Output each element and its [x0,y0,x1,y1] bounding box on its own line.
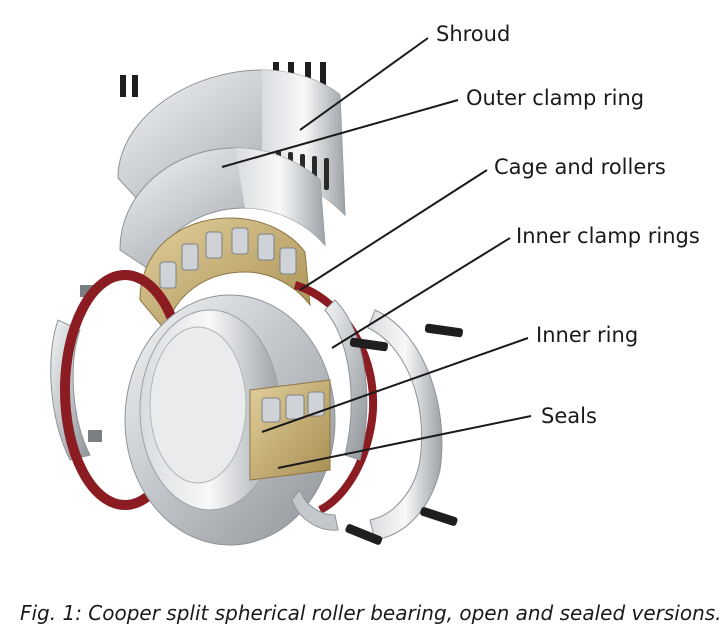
cage-and-rollers-part [139,217,311,332]
label-shroud: Shroud [436,22,511,46]
outer-clamp-ring-part [119,147,326,271]
label-outer-clamp-ring: Outer clamp ring [466,86,645,110]
leader-lines [221,37,532,469]
exploded-bearing-illustration [50,37,532,546]
figure-caption: Fig. 1: Cooper split spherical roller be… [20,601,722,625]
loose-bolts [345,323,463,545]
label-inner-ring: Inner ring [536,323,639,347]
label-inner-clamp-rings: Inner clamp rings [516,224,700,248]
inner-ring-part [124,294,336,546]
label-cage-and-rollers: Cage and rollers [494,155,666,179]
label-seals: Seals [541,404,597,428]
